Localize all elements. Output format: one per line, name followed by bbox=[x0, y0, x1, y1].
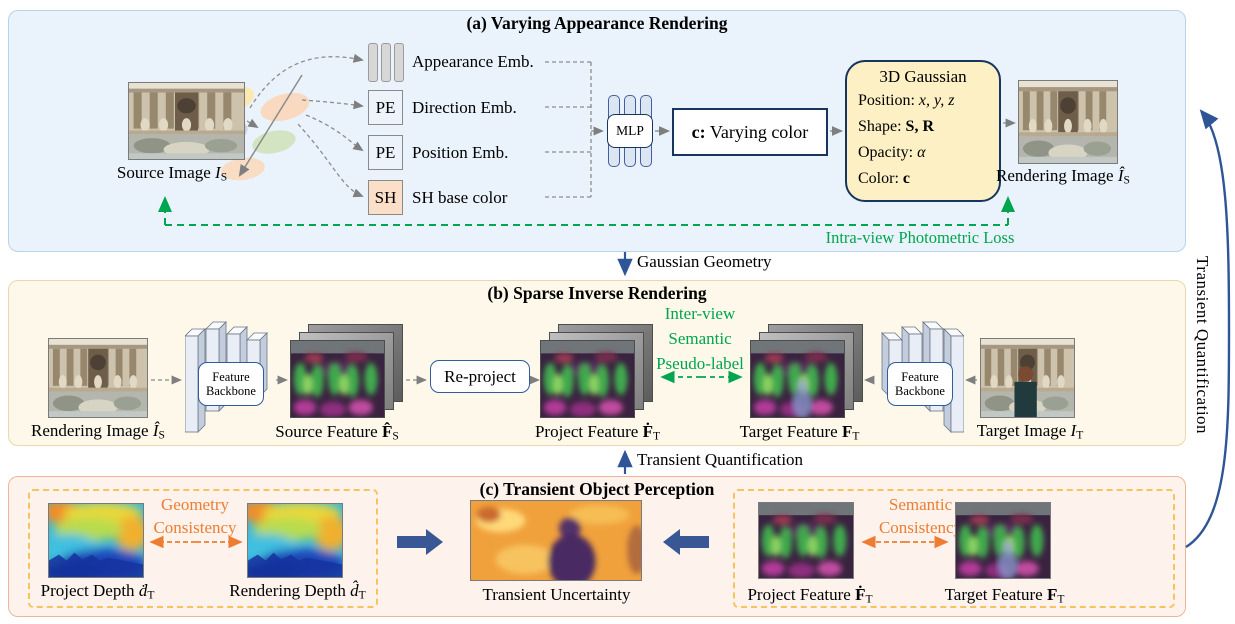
target-feature-caption: Target Feature FT bbox=[739, 422, 860, 443]
project-feature-caption: Project Feature ḞT bbox=[534, 422, 661, 443]
mlp-box: MLP bbox=[607, 114, 653, 148]
appearance-embedding-bar-3 bbox=[394, 43, 404, 82]
project-depth-caption: Project Depth ḋT bbox=[40, 581, 155, 602]
section-b-title: (b) Sparse Inverse Rendering bbox=[487, 283, 707, 303]
gaussian-shape-line: Shape: S, R bbox=[858, 118, 934, 135]
source-image-caption: Source Image IS bbox=[116, 163, 228, 184]
gaussian-position-line: Position: x, y, z bbox=[858, 92, 955, 109]
rendering-image-a bbox=[1018, 80, 1118, 164]
rendering-depth-caption: Rendering Depth d̂T bbox=[229, 581, 366, 602]
gaussian-color-line: Color: c bbox=[858, 170, 910, 187]
feature-layer-front bbox=[540, 340, 635, 418]
semantic-consistency-group bbox=[733, 489, 1175, 608]
transient-quantification-label: Transient Quantification bbox=[637, 450, 804, 469]
gaussian-geometry-label: Gaussian Geometry bbox=[637, 252, 772, 271]
target-feature-c-image bbox=[955, 502, 1051, 579]
target-image bbox=[980, 338, 1075, 418]
pe-direction-box: PE bbox=[368, 90, 403, 125]
rendering-image-b bbox=[48, 338, 148, 418]
geometry-consistency-group bbox=[28, 489, 378, 608]
appearance-embedding-bar-1 bbox=[368, 43, 378, 82]
source-image bbox=[128, 82, 245, 160]
rendering-image-a-caption: Rendering Image ÎS bbox=[996, 166, 1130, 187]
varying-color-box: c: Varying color bbox=[672, 108, 828, 156]
reproject-box: Re-project bbox=[430, 360, 530, 393]
feature-layer-front bbox=[750, 340, 845, 418]
target-feature-stack bbox=[750, 324, 863, 418]
rendering-depth-image bbox=[247, 503, 343, 578]
project-feature-stack bbox=[540, 324, 653, 418]
section-c-title: (c) Transient Object Perception bbox=[479, 479, 715, 499]
appearance-emb-label: Appearance Emb. bbox=[412, 52, 534, 71]
transient-uncertainty-image bbox=[470, 500, 642, 581]
section-a-title: (a) Varying Appearance Rendering bbox=[466, 13, 728, 33]
feature-layer-front bbox=[290, 340, 385, 418]
gaussian-opacity-line: Opacity: α bbox=[858, 144, 926, 161]
rendering-image-b-caption: Rendering Image ÎS bbox=[31, 421, 165, 442]
source-feature-caption: Source Feature F̂S bbox=[275, 422, 399, 443]
semantic-consistency-text: Semantic Consistency bbox=[878, 495, 963, 537]
project-depth-image bbox=[48, 503, 144, 578]
target-feature-c-caption: Target Feature FT bbox=[944, 585, 1065, 606]
geometry-consistency-text: Geometry Consistency bbox=[153, 495, 237, 537]
pe-position-box: PE bbox=[368, 135, 403, 170]
position-emb-label: Position Emb. bbox=[412, 143, 509, 162]
pseudo-label-text: Inter-view Semantic Pseudo-label bbox=[656, 304, 744, 373]
gaussian-title: 3D Gaussian bbox=[879, 67, 967, 86]
photometric-loss-label: Intra-view Photometric Loss bbox=[825, 228, 1015, 247]
gaussian-attributes-box: 3D Gaussian Position: x, y, z Shape: S, … bbox=[845, 60, 1001, 202]
source-feature-stack bbox=[290, 324, 403, 418]
project-feature-c-image bbox=[758, 502, 854, 579]
direction-emb-label: Direction Emb. bbox=[412, 98, 517, 117]
target-image-caption: Target Image IT bbox=[976, 421, 1084, 442]
project-feature-c-caption: Project Feature ḞT bbox=[747, 585, 873, 606]
transient-quantification-rail-label: Transient Quantification bbox=[1193, 255, 1212, 435]
sh-box: SH bbox=[368, 180, 403, 215]
appearance-embedding-bar-2 bbox=[381, 43, 391, 82]
sh-base-color-label: SH base color bbox=[412, 188, 508, 207]
transient-uncertainty-caption: Transient Uncertainty bbox=[482, 585, 631, 604]
